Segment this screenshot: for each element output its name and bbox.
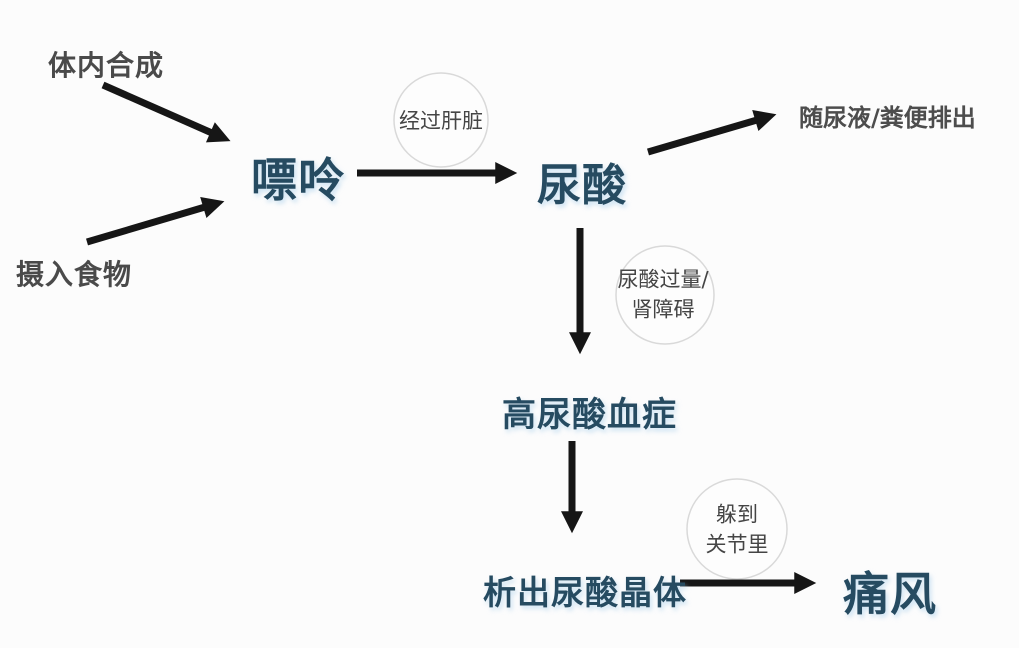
edge-label-excess-line1: 尿酸过量/	[617, 267, 709, 292]
label-source-body-synthesis: 体内合成	[48, 49, 165, 82]
edge-label-joints-line2: 关节里	[705, 533, 769, 557]
edge-label-joints-line1: 躲到	[716, 502, 758, 527]
label-source-food-intake: 摄入食物	[16, 258, 133, 291]
arrow-food-to-purine	[86, 196, 225, 246]
circle-excess-kidney	[615, 245, 715, 345]
node-uric-acid-crystals: 析出尿酸晶体	[483, 573, 687, 612]
edge-label-excess-line2: 肾障碍	[631, 298, 695, 322]
arrow-uric-acid-to-excretion	[647, 109, 777, 156]
node-purine: 嘌呤	[251, 153, 345, 207]
node-gout: 痛风	[843, 567, 937, 621]
node-uric-acid: 尿酸	[537, 160, 627, 211]
edge-label-hide-in-joints: 躲到 关节里	[706, 500, 769, 561]
circle-hide-in-joints	[686, 478, 788, 580]
edge-label-via-liver: 经过肝脏	[399, 108, 483, 133]
arrow-synthesis-to-purine	[101, 81, 231, 143]
edge-label-excess-kidney: 尿酸过量/ 肾障碍	[617, 265, 708, 326]
circle-via-liver	[393, 72, 489, 168]
node-hyperuricemia: 高尿酸血症	[502, 395, 677, 435]
label-excretion: 随尿液/粪便排出	[799, 104, 976, 132]
